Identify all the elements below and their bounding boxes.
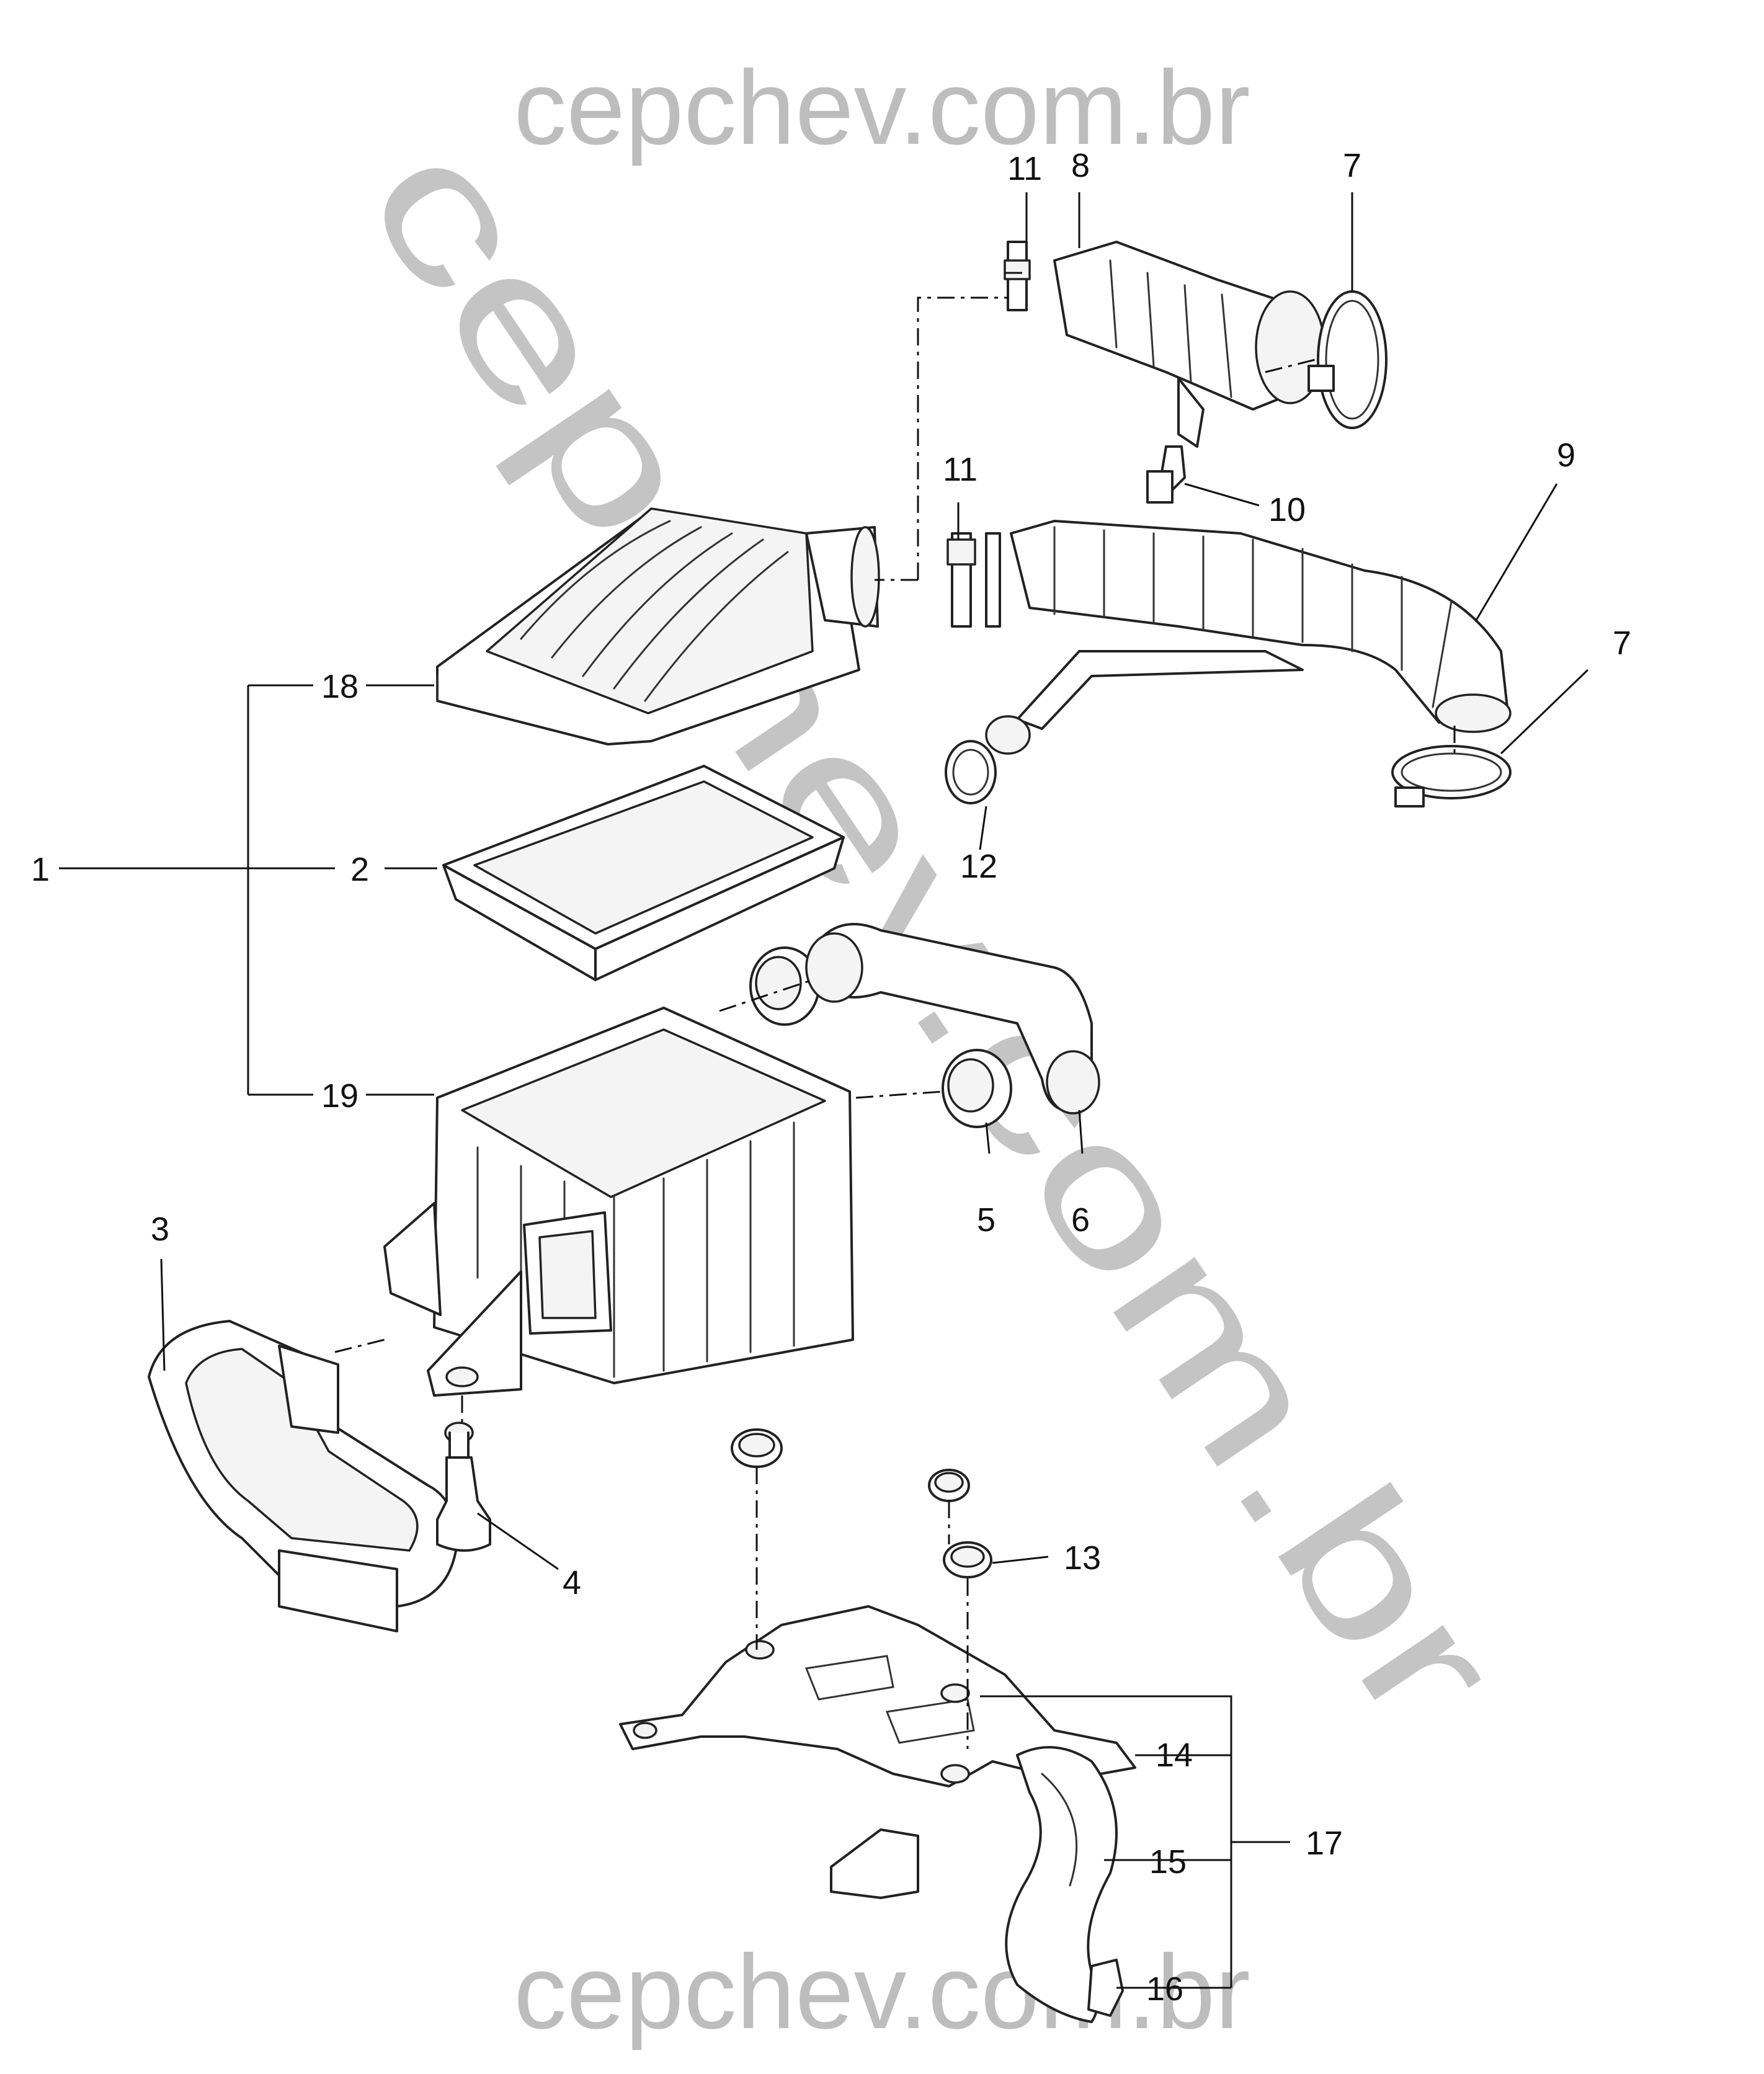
part-13-grommets: [731, 1428, 992, 1578]
part-7-hose-clamp-upper: [1307, 290, 1388, 429]
callout-13: 13: [1064, 1539, 1101, 1577]
callout-10: 10: [1268, 491, 1306, 528]
part-16-hose-clip: [1087, 1959, 1124, 2017]
callout-6: 6: [1071, 1201, 1090, 1239]
callout-19: 19: [321, 1077, 359, 1115]
part-7-hose-clamp-lower: [1391, 745, 1512, 808]
callout-2: 2: [350, 851, 369, 888]
callout-8: 8: [1071, 147, 1090, 184]
callout-7-upper: 7: [1343, 147, 1361, 184]
part-12-hose-clamp-small: [945, 715, 1031, 804]
alignment-lines: [334, 272, 1456, 1749]
callout-9: 9: [1557, 437, 1575, 474]
callout-11-lower: 11: [943, 451, 978, 488]
part-11-clamp-upper: [1004, 241, 1031, 311]
callout-4: 4: [563, 1564, 581, 1601]
callout-14: 14: [1156, 1737, 1193, 1774]
callout-17: 17: [1306, 1825, 1343, 1862]
part-4-drain-valve: [436, 1422, 491, 1552]
callout-3: 3: [151, 1211, 169, 1248]
part-8-air-duct: [1053, 241, 1325, 448]
callout-12: 12: [960, 848, 997, 885]
part-3-inlet-duct: [148, 1320, 458, 1632]
assembly-bracket-1: [59, 684, 437, 1096]
watermark-top: cepchev.com.br: [514, 49, 1250, 167]
callout-labels: 1 2 3 4 5 6 7 7 8 9 10 11 11 12 13 14 15…: [31, 147, 1631, 2008]
callout-11-upper: 11: [1007, 150, 1042, 187]
part-9-long-air-duct: [1010, 520, 1512, 733]
part-18-cleaner-cover: [436, 507, 880, 745]
part-10-sensor: [1146, 445, 1186, 504]
part-6-resonator-pipe: [805, 923, 1100, 1115]
callout-15: 15: [1149, 1843, 1187, 1880]
part-5-grommets: [749, 946, 1012, 1128]
callout-1: 1: [31, 851, 50, 888]
part-19-housing-lower: [383, 1007, 854, 1397]
callout-7-lower: 7: [1613, 625, 1631, 662]
callout-16: 16: [1146, 1970, 1183, 2008]
callout-18: 18: [321, 668, 359, 705]
callout-leaders: [160, 192, 1589, 1989]
part-14-bracket: [619, 1605, 1136, 1899]
part-2-filter-element: [442, 765, 845, 981]
part-11-clamp-lower: [947, 532, 1001, 628]
watermark-bottom: cepchev.com.br: [514, 1933, 1250, 2051]
callout-5: 5: [977, 1201, 996, 1239]
